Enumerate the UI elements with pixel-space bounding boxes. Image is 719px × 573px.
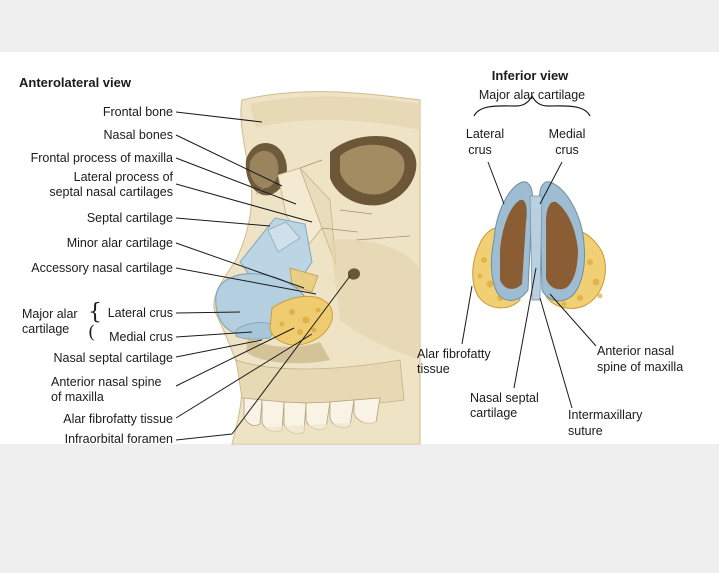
label-r-nasal-septal-line1: Nasal septal: [470, 391, 539, 405]
label-anterior-spine-line1: Anterior nasal spine: [51, 375, 162, 389]
infraorbital-foramen: [348, 268, 360, 280]
minor-alar-shape: [267, 221, 301, 253]
right-subheading: Major alar cartilage: [478, 88, 586, 102]
label-r-alar-line2: tissue: [417, 362, 450, 376]
label-r-lateral-line1: Lateral: [465, 127, 505, 141]
top-band: [0, 0, 719, 52]
label-infraorbital: Infraorbital foramen: [64, 432, 173, 446]
label-alar-fibrofatty: Alar fibrofatty tissue: [63, 412, 173, 426]
nasal-bones: [277, 167, 323, 249]
label-medial-crus: Medial crus: [109, 330, 173, 344]
label-major-alar-line1: Major alar: [22, 307, 78, 321]
label-lateral-crus: Lateral crus: [107, 306, 173, 320]
medial-crus-shape: [235, 322, 277, 340]
label-r-lateral-line2: crus: [468, 143, 492, 157]
left-leader-lines: [175, 111, 351, 441]
label-frontal-process: Frontal process of maxilla: [30, 151, 173, 165]
label-r-medial-line1: Medial: [548, 127, 586, 141]
label-anterior-spine-line2: of maxilla: [51, 390, 104, 404]
label-r-alar-line1: Alar fibrofatty: [417, 347, 491, 361]
label-accessory-nasal: Accessory nasal cartilage: [31, 261, 173, 275]
bottom-band: [0, 444, 719, 573]
label-r-medial-line2: crus: [555, 143, 579, 157]
inferior-illustration: [472, 94, 606, 309]
label-minor-alar: Minor alar cartilage: [66, 236, 173, 250]
label-r-anterior-line1: Anterior nasal: [597, 344, 675, 358]
label-major-alar-line2: cartilage: [22, 322, 70, 336]
skull-illustration: [213, 91, 421, 445]
label-r-intermaxillary-line2: suture: [568, 424, 603, 438]
label-r-nasal-septal-line2: cartilage: [470, 406, 518, 420]
label-r-intermaxillary-line1: Intermaxillary: [568, 408, 643, 422]
label-nasal-bones: Nasal bones: [103, 128, 174, 142]
label-lateral-process-line1: Lateral process of: [73, 170, 173, 184]
label-septal-cartilage: Septal cartilage: [86, 211, 173, 225]
right-heading: Inferior view: [491, 68, 569, 83]
left-heading: Anterolateral view: [19, 75, 131, 90]
major-alar-brace-top: {: [88, 300, 102, 325]
label-frontal-bone: Frontal bone: [102, 105, 173, 119]
label-nasal-septal: Nasal septal cartilage: [53, 351, 173, 365]
label-lateral-process-line2: septal nasal cartilages: [49, 185, 173, 199]
major-alar-brace-bottom: (: [88, 322, 96, 343]
label-r-anterior-line2: spine of maxilla: [597, 360, 684, 374]
major-alar-brace: [473, 94, 591, 117]
right-leader-lines: [461, 161, 597, 409]
septum-right: [529, 195, 543, 301]
